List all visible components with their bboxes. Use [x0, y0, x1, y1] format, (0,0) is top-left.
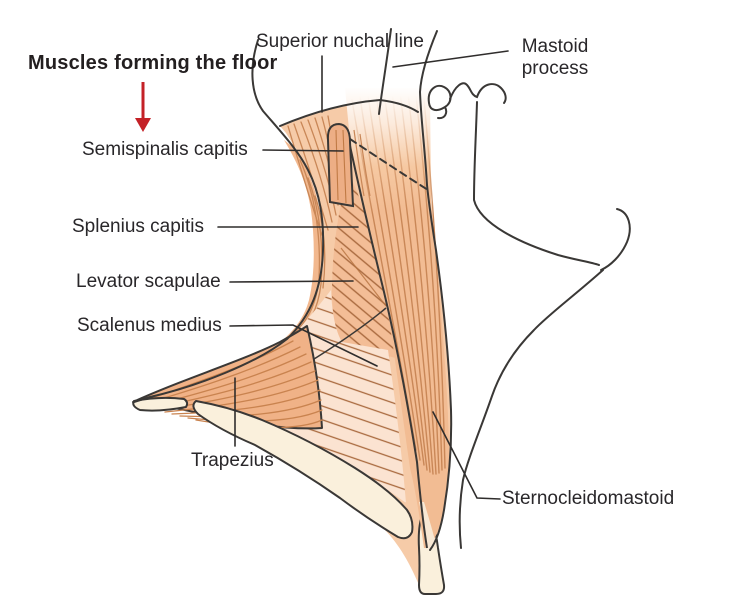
jaw-outline — [472, 101, 600, 266]
red-arrow — [135, 82, 151, 132]
ear-outline — [427, 84, 452, 120]
leader-mastoid-process — [392, 50, 509, 68]
floor-hatched-dark — [332, 176, 402, 360]
label-sternocleidomastoid: Sternocleidomastoid — [502, 488, 675, 509]
label-semispinalis-capitis: Semispinalis capitis — [82, 139, 248, 160]
scm-tendon — [419, 502, 437, 548]
leader-levator — [229, 280, 354, 283]
label-mastoid-process: Mastoid process — [521, 36, 589, 79]
label-levator-scapulae: Levator scapulae — [76, 271, 221, 292]
neck-front-outline — [458, 269, 604, 549]
label-trapezius: Trapezius — [191, 450, 274, 471]
leader-scalenus — [229, 324, 378, 367]
acromion-bone — [132, 396, 189, 412]
leader-sternocleidomastoid — [432, 411, 501, 500]
label-superior-nuchal-line: Superior nuchal line — [256, 31, 424, 52]
outlines — [133, 28, 631, 551]
chin-hook-outline — [600, 208, 631, 271]
ear-helix-outline — [449, 82, 507, 104]
clavicle-bone — [192, 400, 414, 540]
leader-lines — [217, 50, 509, 500]
sternocleidomastoid-muscle — [345, 88, 450, 549]
skull-back-outline — [378, 28, 392, 115]
head-back-edge — [418, 30, 453, 551]
figure-title: Muscles forming the floor — [28, 52, 278, 74]
label-scalenus-medius: Scalenus medius — [77, 315, 222, 336]
hidden-border-dashed — [349, 138, 429, 191]
leader-semispinalis — [262, 149, 344, 152]
superior-nuchal-line-arc — [279, 98, 419, 127]
neck-back-outline — [133, 39, 325, 403]
label-splenius-capitis: Splenius capitis — [72, 216, 205, 237]
